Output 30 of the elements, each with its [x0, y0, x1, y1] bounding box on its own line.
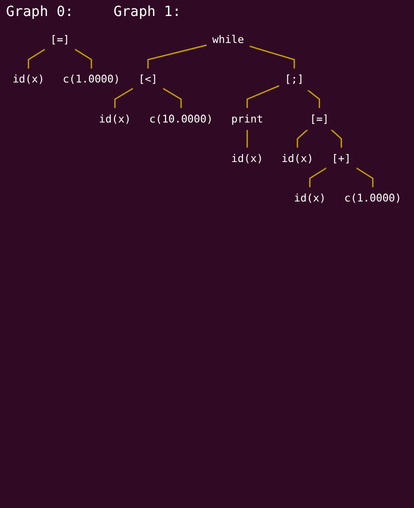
node-text: [=] [310, 112, 329, 125]
node-text: c(1.0000) [344, 192, 402, 204]
connector [307, 89, 320, 108]
connector [330, 129, 342, 148]
connector [246, 130, 248, 148]
node-text: c(1.0000) [62, 72, 120, 86]
node-text: print [231, 112, 264, 125]
connector [28, 48, 46, 69]
connector [74, 48, 92, 69]
node-text: id(x) [99, 112, 131, 125]
connector [147, 44, 208, 69]
node-text: id(x) [231, 152, 264, 164]
graph-heading: Graph 0: [6, 4, 74, 20]
node-text: id(x) [12, 72, 44, 86]
connector [249, 46, 295, 69]
connector [296, 129, 308, 148]
graph-heading: Graph 1: [113, 4, 181, 20]
node-text: id(x) [282, 152, 314, 164]
connector [114, 88, 134, 108]
connector [246, 85, 280, 108]
node-text: c(10.0000) [149, 112, 213, 125]
connector [162, 88, 182, 108]
node-text: [;] [284, 72, 304, 86]
node-text: id(x) [294, 192, 326, 204]
node-text: [<] [138, 72, 158, 86]
node-text: while [212, 33, 244, 46]
connector [356, 167, 374, 188]
connector [309, 167, 327, 188]
node-text: [+] [332, 152, 351, 164]
node-text: [=] [50, 33, 70, 46]
